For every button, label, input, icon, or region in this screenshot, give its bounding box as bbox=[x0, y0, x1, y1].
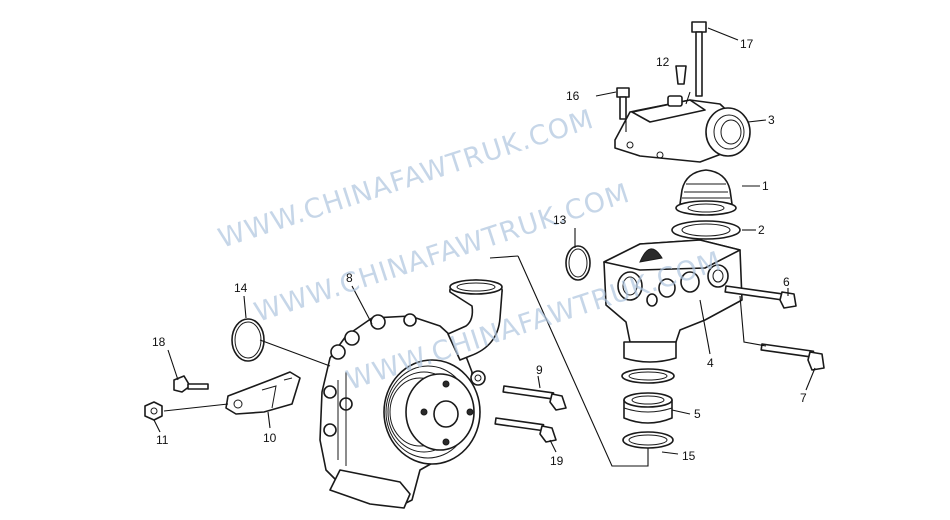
sleeve-5 bbox=[621, 368, 675, 424]
callout-10: 10 bbox=[263, 431, 277, 445]
gasket-2 bbox=[671, 220, 741, 240]
bolt-16 bbox=[616, 87, 630, 120]
callout-16: 16 bbox=[566, 89, 580, 103]
plug-12 bbox=[675, 65, 687, 85]
water-pump bbox=[319, 279, 503, 509]
bolt-9 bbox=[502, 385, 567, 411]
callout-15: 15 bbox=[682, 449, 696, 463]
bracket-10 bbox=[225, 371, 301, 415]
callout-11: 11 bbox=[156, 433, 169, 447]
callout-1: 1 bbox=[762, 179, 769, 193]
o-ring-15 bbox=[622, 431, 674, 449]
callout-14: 14 bbox=[234, 281, 248, 295]
callout-19: 19 bbox=[550, 454, 564, 468]
thermostat bbox=[675, 169, 737, 216]
callout-4: 4 bbox=[707, 356, 714, 370]
callout-8: 8 bbox=[346, 271, 353, 285]
callout-13: 13 bbox=[553, 213, 567, 227]
bolt-7 bbox=[760, 343, 825, 371]
callout-5: 5 bbox=[694, 407, 701, 421]
callout-9: 9 bbox=[536, 363, 543, 377]
callout-2: 2 bbox=[758, 223, 765, 237]
leader-lines bbox=[153, 27, 816, 467]
o-ring-14 bbox=[231, 318, 265, 362]
o-ring-13 bbox=[565, 245, 591, 281]
bolt-18 bbox=[173, 375, 209, 393]
callout-3: 3 bbox=[768, 113, 775, 127]
callout-17: 17 bbox=[740, 37, 754, 51]
bolt-17 bbox=[691, 21, 707, 97]
callout-18: 18 bbox=[152, 335, 166, 349]
callout-6: 6 bbox=[783, 275, 790, 289]
thermostat-cover bbox=[614, 95, 751, 163]
callout-labels: 1 2 3 4 5 6 7 8 9 10 11 12 13 14 15 16 1… bbox=[152, 37, 807, 468]
bolt-6 bbox=[724, 285, 797, 309]
nut-11 bbox=[144, 401, 163, 421]
callout-7: 7 bbox=[800, 391, 807, 405]
thermostat-housing bbox=[603, 239, 743, 363]
bolt-19 bbox=[494, 417, 557, 443]
callout-12: 12 bbox=[656, 55, 670, 69]
